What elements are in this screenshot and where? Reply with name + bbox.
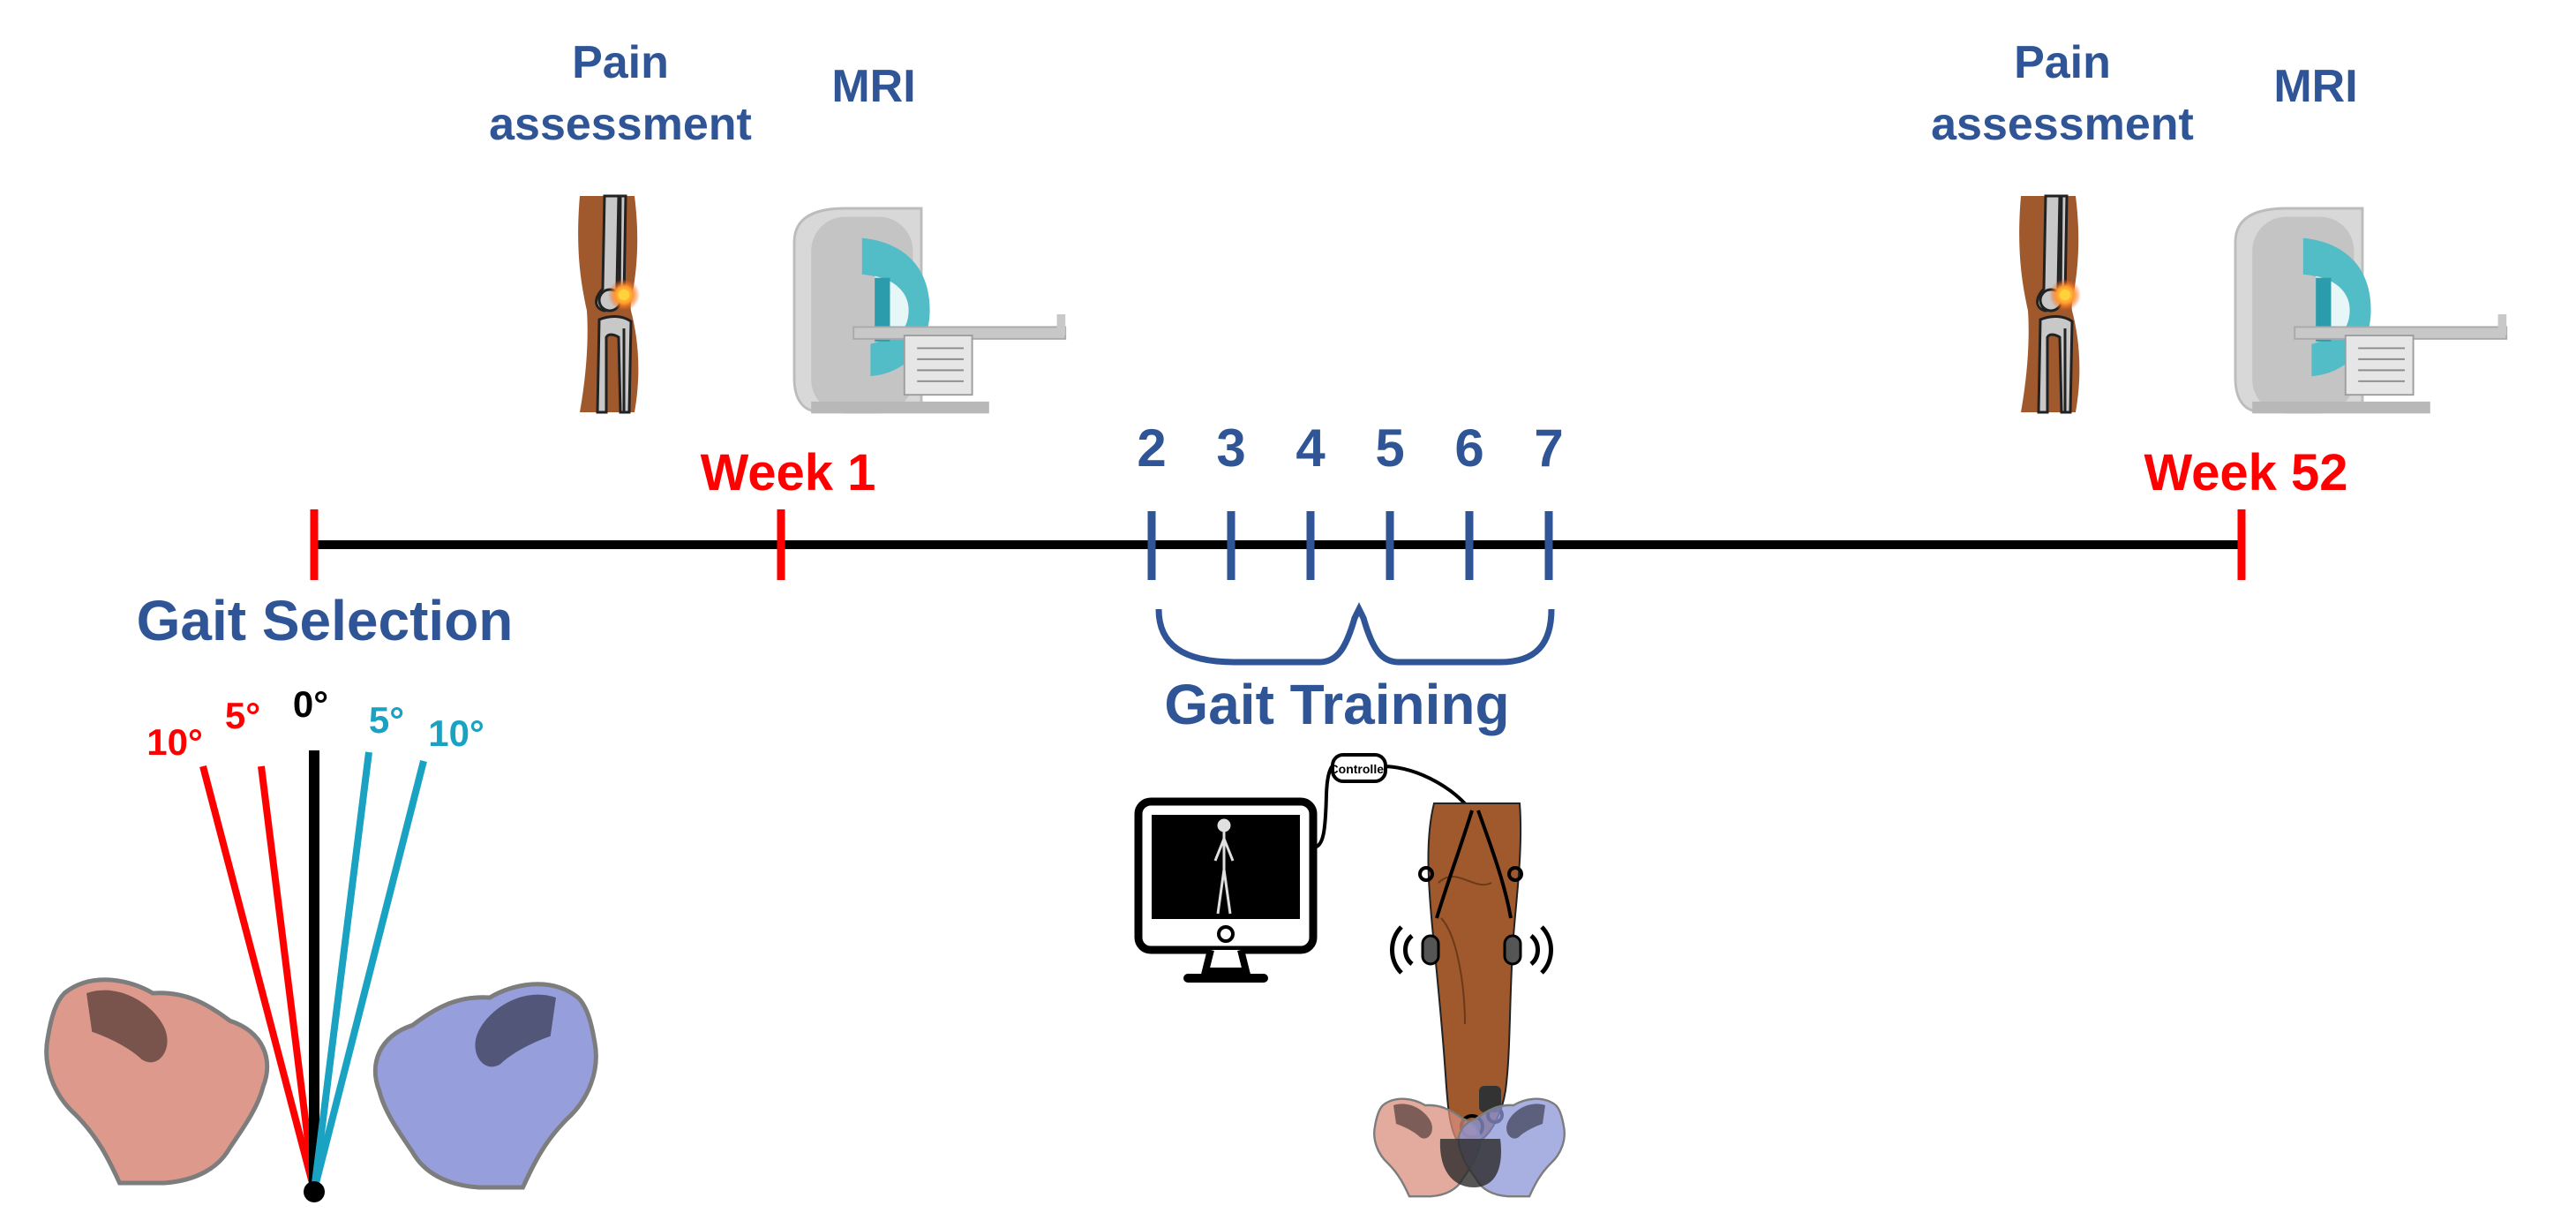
angle-line-red-10 bbox=[199, 765, 318, 1192]
knee-pain-icon-week52 bbox=[2017, 194, 2083, 414]
mri-title-week52: MRI bbox=[2273, 61, 2357, 112]
gait-training-label: Gait Training bbox=[1164, 673, 1509, 736]
session-number: 5 bbox=[1375, 418, 1404, 478]
angle-label-right-5: 5° bbox=[369, 699, 404, 741]
controller-box: Controller bbox=[1330, 753, 1389, 783]
mri-scanner-icon bbox=[792, 207, 1067, 415]
gait-training-brace bbox=[1155, 602, 1555, 666]
training-session-numbers: 2 3 4 5 6 7 bbox=[1137, 418, 1563, 478]
session-number: 3 bbox=[1216, 418, 1245, 478]
training-ticks bbox=[1147, 511, 1553, 580]
shoe-sole bbox=[1439, 1139, 1501, 1187]
angle-line-teal-10 bbox=[311, 760, 427, 1191]
pain-title-line1-week52: Pain bbox=[2014, 37, 2111, 88]
angle-label-right-10: 10° bbox=[428, 712, 484, 754]
knee-pain-icon bbox=[576, 194, 642, 414]
angle-line-red-5 bbox=[258, 765, 318, 1191]
shoe-footprint-icon-red bbox=[47, 980, 267, 1183]
angle-lines bbox=[199, 750, 427, 1202]
skeleton-monitor-icon bbox=[1134, 797, 1318, 983]
controller-label: Controller bbox=[1330, 762, 1389, 776]
pain-title-line2: assessment bbox=[489, 99, 752, 150]
session-number: 6 bbox=[1454, 418, 1483, 478]
angle-label-left-5: 5° bbox=[225, 695, 260, 736]
mri-scanner-icon-week52 bbox=[2234, 207, 2508, 415]
shoe-footprint-icon-blue bbox=[375, 984, 596, 1187]
session-number: 7 bbox=[1534, 418, 1563, 478]
week52-label: Week 52 bbox=[2144, 444, 2347, 501]
mri-title: MRI bbox=[831, 61, 915, 112]
angle-label-center-0: 0° bbox=[293, 683, 328, 725]
session-number: 2 bbox=[1137, 418, 1166, 478]
angle-label-left-10: 10° bbox=[146, 721, 203, 763]
pain-title-line2-week52: assessment bbox=[1931, 99, 2194, 150]
gait-selection-label: Gait Selection bbox=[137, 589, 514, 652]
angle-pivot bbox=[304, 1181, 325, 1202]
angle-line-teal-5 bbox=[311, 751, 372, 1191]
pain-title-line1: Pain bbox=[572, 37, 669, 88]
session-number: 4 bbox=[1296, 418, 1326, 478]
vibrotactile-leg-icon bbox=[1390, 802, 1553, 1140]
week1-label: Week 1 bbox=[701, 444, 876, 501]
